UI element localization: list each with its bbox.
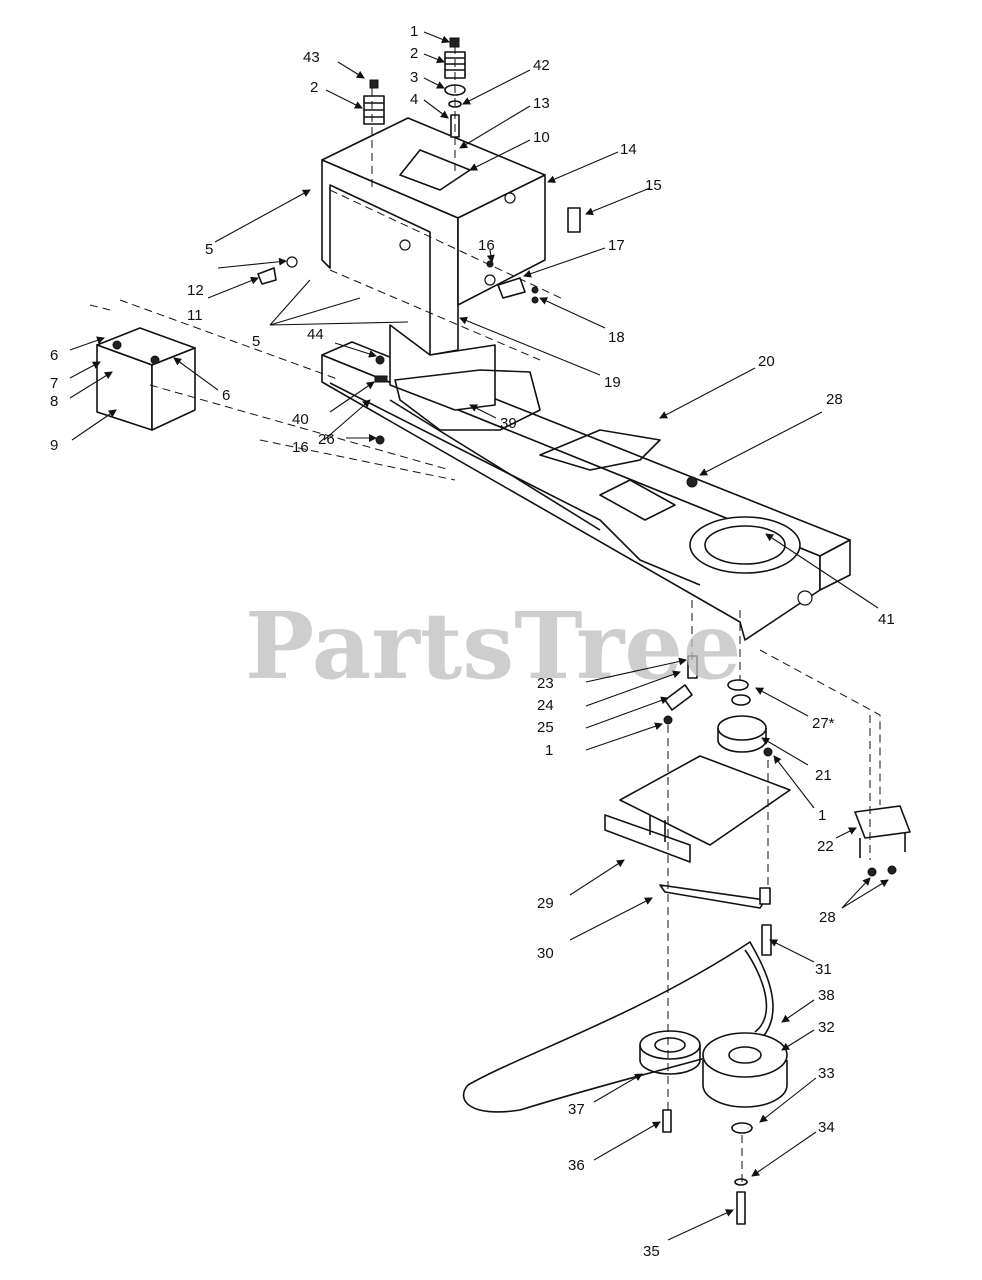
callout-21: 21: [815, 767, 832, 784]
callout-32: 32: [818, 1019, 835, 1036]
callout-23: 23: [537, 675, 554, 692]
watermark: PartsTree: [245, 592, 741, 700]
alignment-lines: [89, 46, 881, 1185]
callout-4: 4: [410, 91, 418, 108]
leader-lines: [69, 31, 889, 1241]
callout-24: 24: [537, 697, 554, 714]
callout-7: 7: [50, 375, 58, 392]
callout-33: 33: [818, 1065, 835, 1082]
callout-labels: 1 2 43 42 3 2 4 13 10 14 15 5 16 17 12 1…: [50, 23, 895, 1260]
callout-29: 29: [537, 895, 554, 912]
callout-27: 27*: [812, 715, 835, 732]
callout-22: 22: [817, 838, 834, 855]
callout-12: 12: [187, 282, 204, 299]
callout-2: 2: [310, 79, 318, 96]
callout-31: 31: [815, 961, 832, 978]
callout-28: 28: [819, 909, 836, 926]
callout-37: 37: [568, 1101, 585, 1118]
callout-8: 8: [50, 393, 58, 410]
callout-10: 10: [533, 129, 550, 146]
callout-5: 5: [205, 241, 213, 258]
callout-38: 38: [818, 987, 835, 1004]
callout-28: 28: [826, 391, 843, 408]
callout-26: 26: [318, 431, 335, 448]
callout-1: 1: [818, 807, 826, 824]
callout-6: 6: [50, 347, 58, 364]
callout-36: 36: [568, 1157, 585, 1174]
callout-17: 17: [608, 237, 625, 254]
callout-3: 3: [410, 69, 418, 86]
callout-30: 30: [537, 945, 554, 962]
callout-14: 14: [620, 141, 637, 158]
callout-20: 20: [758, 353, 775, 370]
callout-1: 1: [410, 23, 418, 40]
callout-1: 1: [545, 742, 553, 759]
small-hardware: [257, 207, 581, 445]
callout-25: 25: [537, 719, 554, 736]
callout-35: 35: [643, 1243, 660, 1260]
callout-40: 40: [292, 411, 309, 428]
callout-9: 9: [50, 437, 58, 454]
callout-15: 15: [645, 177, 662, 194]
battery-box: [321, 117, 546, 431]
callout-43: 43: [303, 49, 320, 66]
belt-and-pulleys: [462, 941, 788, 1225]
callout-39: 39: [500, 415, 517, 432]
callout-11: 11: [187, 307, 203, 324]
battery: [96, 327, 196, 431]
callout-16: 16: [478, 237, 495, 254]
callout-5: 5: [252, 333, 260, 350]
deck-lift-assembly: [604, 655, 911, 956]
callout-13: 13: [533, 95, 550, 112]
callout-34: 34: [818, 1119, 835, 1136]
callout-6: 6: [222, 387, 230, 404]
callout-19: 19: [604, 374, 621, 391]
callout-18: 18: [608, 329, 625, 346]
callout-42: 42: [533, 57, 550, 74]
callout-16: 16: [292, 439, 309, 456]
callout-2: 2: [410, 45, 418, 62]
callout-41: 41: [878, 611, 895, 628]
callout-44: 44: [307, 326, 324, 343]
